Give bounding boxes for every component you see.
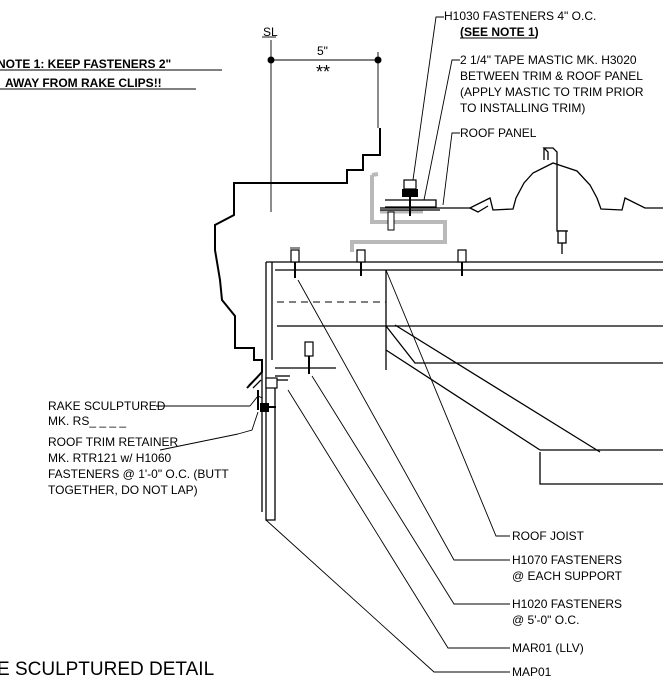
roof-purlin-flange (265, 261, 663, 360)
h1020-spacing: @ 5'-0" O.C. (512, 613, 579, 627)
callout-mar01: MAR01 (LLV) (287, 389, 584, 655)
h1070-label: H1070 FASTENERS (512, 553, 622, 567)
callout-roof-joist: ROOF JOIST (385, 269, 585, 543)
dimension-dot-left (267, 56, 275, 64)
h1070-spacing: @ EACH SUPPORT (512, 569, 623, 583)
retainer-label-4: TOGETHER, DO NOT LAP) (48, 483, 198, 497)
h1020-label: H1020 FASTENERS (512, 597, 622, 611)
dimension-5in: 5" ** (267, 44, 382, 128)
callout-roof-panel: ROOF PANEL (442, 126, 537, 206)
fastener-left (290, 247, 300, 278)
dimension-marker: ** (316, 62, 330, 82)
rake-sculptured-label: RAKE SCULPTURED (48, 399, 166, 413)
map01-label: MAP01 (512, 665, 552, 679)
fastener-mid (356, 249, 366, 276)
rake-sculptured-profile (214, 128, 381, 389)
h1030-label: H1030 FASTENERS 4" O.C. (444, 9, 596, 23)
callout-map01: MAP01 (265, 519, 552, 679)
roof-joist-label: ROOF JOIST (512, 529, 585, 543)
dimension-value: 5" (317, 44, 328, 58)
fastener-right (457, 249, 467, 276)
gray-trim (350, 172, 447, 252)
mar01-label: MAR01 (LLV) (512, 641, 584, 655)
note-1-line-2: AWAY FROM RAKE CLIPS!! (5, 76, 162, 90)
mastic-label-3: (APPLY MASTIC TO TRIM PRIOR (460, 85, 644, 99)
rake-sculptured-mark: MK. RS_ _ _ _ (48, 414, 126, 428)
mastic-label-1: 2 1/4" TAPE MASTIC MK. H3020 (460, 53, 637, 67)
centerline-label: SL (263, 25, 278, 39)
callout-mastic: 2 1/4" TAPE MASTIC MK. H3020 BETWEEN TRI… (423, 53, 644, 201)
note-1: NOTE 1: KEEP FASTENERS 2" AWAY FROM RAKE… (0, 57, 222, 90)
callout-roof-trim-retainer: ROOF TRIM RETAINER MK. RTR121 w/ H1060 F… (48, 411, 259, 497)
roof-panel-label: ROOF PANEL (460, 126, 537, 140)
joist-fastener (300, 341, 318, 374)
callout-h1070: H1070 FASTENERS @ EACH SUPPORT (297, 279, 623, 583)
mastic-label-2: BETWEEN TRIM & ROOF PANEL (460, 69, 643, 83)
mastic-label-4: TO INSTALLING TRIM) (460, 101, 585, 115)
callout-h1030: H1030 FASTENERS 4" O.C. (SEE NOTE 1) (412, 9, 596, 181)
note-1-line-1: NOTE 1: KEEP FASTENERS 2" (0, 57, 171, 71)
rake-clip (542, 147, 568, 254)
callout-h1020: H1020 FASTENERS @ 5'-0" O.C. (311, 375, 622, 627)
dimension-dot-right (374, 56, 382, 64)
retainer-label-3: FASTENERS @ 1'-0" O.C. (BUTT (48, 467, 229, 481)
retainer-label-2: MK. RTR121 w/ H1060 (48, 451, 171, 465)
roof-joist (275, 270, 663, 485)
rake-retainer (248, 300, 288, 521)
trim-fastener-h1030 (380, 179, 440, 231)
roof-panel (380, 162, 663, 213)
callout-rake-sculptured: RAKE SCULPTURED MK. RS_ _ _ _ (48, 395, 263, 428)
retainer-label-1: ROOF TRIM RETAINER (48, 435, 179, 449)
h1030-see-note: (SEE NOTE 1) (460, 25, 539, 39)
detail-title: E SCULPTURED DETAIL (0, 659, 214, 680)
purlin-fasteners (290, 247, 467, 278)
